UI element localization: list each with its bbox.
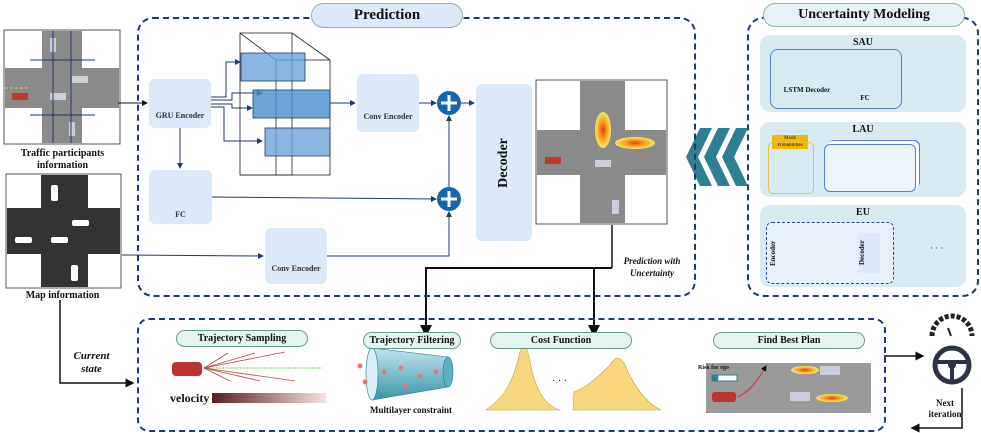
feature-grid <box>239 32 331 176</box>
risk-label: Risk for ego <box>698 365 729 371</box>
conv-encoder-top: Conv Encoder <box>357 74 419 132</box>
traffic-label: Traffic participants information <box>20 148 105 171</box>
steering-wheel-icon <box>929 313 975 385</box>
sampling-trajectories <box>172 351 322 382</box>
conv-encoder-bottom: Conv Encoder <box>265 228 327 284</box>
prediction-title: Prediction <box>311 3 463 28</box>
fc-module: FC <box>149 170 212 224</box>
filtering-cylinder <box>357 347 454 401</box>
sum-node-bottom <box>437 187 461 211</box>
traffic-scene-image <box>3 29 121 145</box>
cost-ellipsis: · · · <box>552 376 567 387</box>
eu-ellipsis: · · · <box>930 243 944 253</box>
prediction-caption: Prediction with Uncertainty <box>623 256 681 278</box>
map-label: Map information <box>25 290 100 301</box>
current-state-label: Current state <box>73 350 110 375</box>
lau-panel: LAU Mode Probabilities <box>760 122 966 197</box>
cost-title: Cost Function <box>490 332 632 349</box>
eu-panel: EU Encoder Decoder · · · <box>760 205 966 287</box>
decoder-module: Decoder <box>476 84 532 241</box>
sau-title: SAU <box>852 37 873 48</box>
next-iteration-label: Next iteration <box>928 398 962 419</box>
eu-encoder-label: Encoder <box>769 240 777 266</box>
filtering-caption: Multilayer constraint <box>369 405 453 415</box>
best-plan-title: Find Best Plan <box>713 332 865 349</box>
sum-node-top <box>437 91 461 115</box>
lau-mode-net <box>768 142 814 194</box>
sau-network <box>770 49 902 109</box>
uncertainty-title: Uncertainty Modeling <box>763 3 965 27</box>
best-plan-scene <box>706 363 871 413</box>
cost-curve-2 <box>572 358 662 411</box>
risk-bar-fill <box>712 375 719 381</box>
filtering-title: Trajectory Filtering <box>363 332 461 349</box>
decoder-label: Decoder <box>496 137 511 188</box>
lau-title: LAU <box>852 124 874 135</box>
eu-decoder-label: Decoder <box>858 233 880 273</box>
map-image <box>5 173 122 289</box>
sau-lstm-label: LSTM Decoder <box>783 86 831 94</box>
planning-region <box>137 318 886 432</box>
chevrons-icon <box>686 128 748 186</box>
eu-title: EU <box>856 207 870 218</box>
lau-decoder-stack <box>824 144 916 192</box>
sau-fc-label: FC <box>860 94 870 102</box>
prediction-output-image <box>535 79 668 225</box>
gru-encoder: GRU Encoder <box>149 79 211 128</box>
sau-panel: SAU LSTM Decoder FC <box>760 35 966 112</box>
velocity-label: velocity <box>170 391 210 405</box>
sampling-title: Trajectory Sampling <box>176 330 308 347</box>
velocity-gradient-bar <box>212 393 326 403</box>
